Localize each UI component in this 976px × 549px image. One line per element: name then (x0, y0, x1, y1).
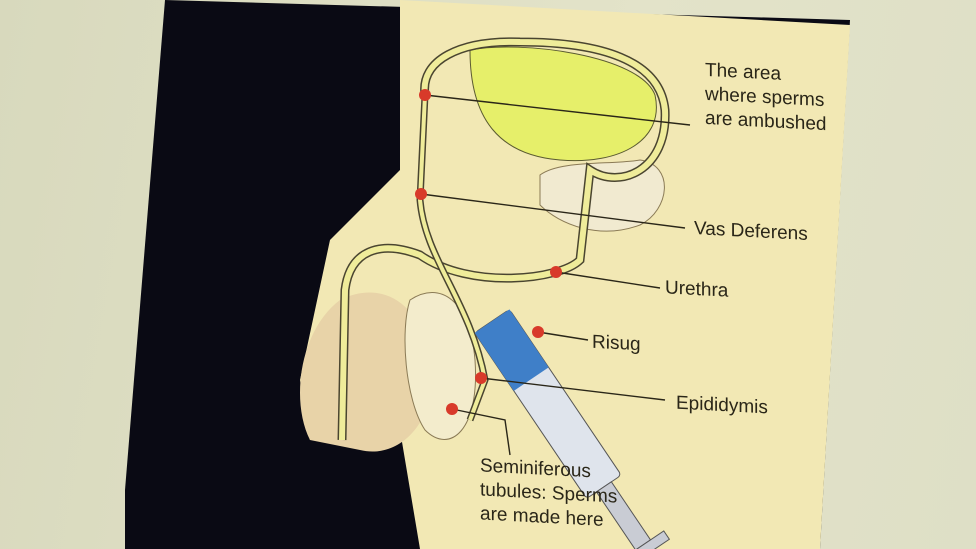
label-seminiferous-tubules: Seminiferous tubules: Sperms are made he… (480, 455, 618, 531)
bladder (469, 46, 657, 162)
label-risug: Risug (592, 331, 641, 356)
testis (404, 292, 477, 440)
label-urethra: Urethra (665, 277, 729, 302)
syringe-thumb-rest (621, 530, 671, 549)
scrotum-shape (300, 292, 432, 452)
label-ambush-area: The area where sperms are ambushed (705, 59, 827, 136)
syringe (474, 309, 671, 549)
leader-lines (420, 94, 691, 456)
label-epididymis: Epididymis (676, 392, 768, 419)
vas-tube (417, 94, 488, 421)
syringe-risug-fill (474, 309, 549, 391)
vas-deferens-duct (339, 38, 669, 441)
marker-dots (415, 89, 562, 415)
